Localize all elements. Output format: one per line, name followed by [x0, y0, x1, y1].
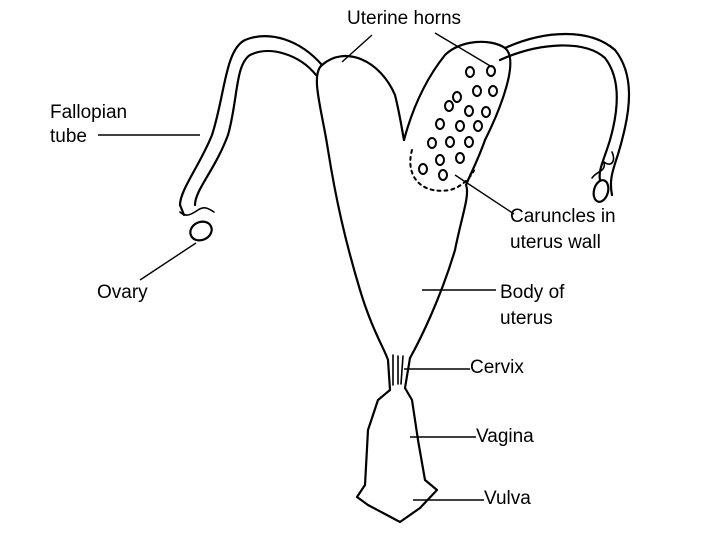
caruncle — [481, 106, 491, 118]
caruncle — [464, 136, 474, 148]
leader-caruncles — [454, 174, 515, 215]
caruncle — [472, 85, 482, 97]
caruncle — [452, 91, 462, 103]
caruncle-region-dash — [409, 149, 475, 192]
caruncle — [435, 154, 445, 166]
leader-uterine-horns — [341, 34, 373, 63]
caruncle — [465, 66, 475, 78]
caruncle — [455, 152, 465, 164]
label-uterine-horns: Uterine horns — [347, 8, 462, 29]
caruncle — [445, 136, 455, 148]
uterus-outline-left — [315, 63, 439, 524]
leader-ovary — [139, 242, 197, 281]
caruncle — [438, 169, 448, 181]
left-horn-top — [320, 55, 406, 142]
caruncle — [427, 137, 437, 149]
caruncle — [418, 163, 428, 175]
caruncle — [435, 118, 445, 130]
left-tube-outer — [178, 35, 324, 217]
caruncle — [488, 85, 498, 97]
label-caruncles-line1: Caruncles in — [510, 206, 616, 227]
caruncle — [455, 120, 465, 132]
caruncle — [464, 105, 474, 117]
right-horn-outer — [464, 46, 512, 187]
uterus-outline-right — [408, 183, 469, 360]
caruncles — [418, 65, 498, 181]
label-fallopian-tube-line2: tube — [50, 126, 87, 147]
right-horn-inner — [402, 40, 507, 142]
label-body-line1: Body of — [500, 282, 565, 303]
caruncle — [444, 100, 454, 112]
label-fallopian-tube-line1: Fallopian — [50, 102, 128, 123]
caruncle — [473, 120, 483, 132]
right-ovary — [592, 179, 610, 203]
right-tube-inner — [498, 44, 618, 182]
label-vulva: Vulva — [484, 488, 531, 509]
left-ovary — [189, 220, 213, 242]
caruncle — [486, 65, 496, 77]
left-tube-inner — [193, 50, 318, 207]
left-fimbria — [179, 207, 215, 216]
leader-uterine-horns-2 — [434, 32, 493, 68]
cervix-detail — [392, 354, 404, 386]
label-cervix: Cervix — [470, 357, 524, 378]
label-body-line2: uterus — [500, 308, 553, 329]
label-caruncles-line2: uterus wall — [510, 232, 601, 253]
right-tube-outer — [503, 32, 631, 197]
label-vagina: Vagina — [476, 426, 534, 447]
right-fimbria — [591, 151, 615, 179]
label-ovary: Ovary — [97, 282, 148, 303]
